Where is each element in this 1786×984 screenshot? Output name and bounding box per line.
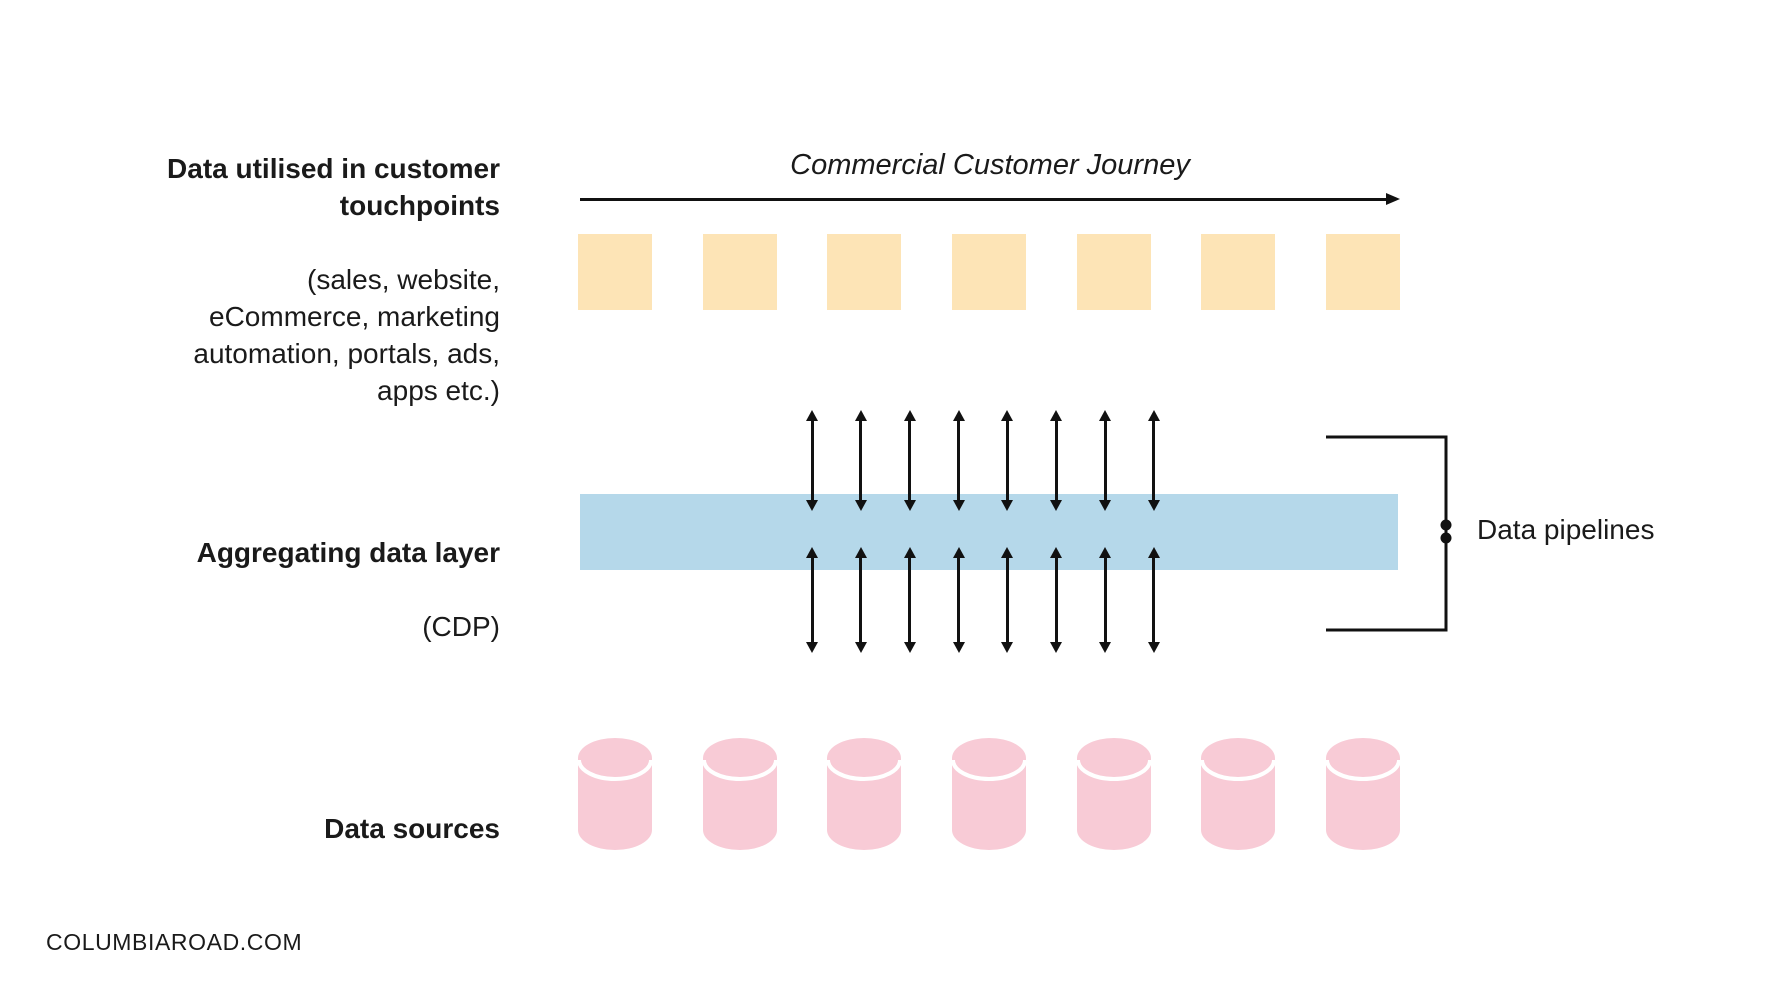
arrowhead-up-icon xyxy=(806,410,818,421)
arrowhead-down-icon xyxy=(1001,500,1014,511)
bidirectional-arrow-icon xyxy=(1147,547,1161,653)
arrowhead-up-icon xyxy=(806,547,818,558)
bidirectional-arrow-icon xyxy=(1049,410,1063,511)
arrow-shaft xyxy=(1054,418,1058,503)
arrowhead-up-icon xyxy=(903,410,916,421)
arrowhead-up-icon xyxy=(1001,410,1014,421)
touchpoint-box xyxy=(1201,234,1276,310)
data-sources-row xyxy=(578,738,1400,850)
bidirectional-arrow-icon xyxy=(805,547,819,653)
arrow-shaft xyxy=(1054,555,1058,645)
arrowhead-down-icon xyxy=(903,642,916,653)
bidirectional-arrow-icon xyxy=(1147,410,1161,511)
journey-arrowhead-right-icon xyxy=(1386,193,1400,205)
arrowhead-down-icon xyxy=(1147,642,1160,653)
arrow-shaft xyxy=(957,555,961,645)
bidirectional-arrow-icon xyxy=(1098,410,1112,511)
arrowhead-down-icon xyxy=(1099,500,1112,511)
touchpoints-label: Data utilised in customer touchpoints (s… xyxy=(167,113,500,446)
bidirectional-arrow-icon xyxy=(1000,410,1014,511)
touchpoints-label-title: Data utilised in customer touchpoints xyxy=(167,153,500,221)
touchpoint-box xyxy=(827,234,902,310)
bidirectional-arrow-icon xyxy=(1049,547,1063,653)
arrowhead-down-icon xyxy=(1050,642,1063,653)
arrowhead-up-icon xyxy=(1099,547,1112,558)
arrow-shaft xyxy=(1005,555,1009,645)
arrowhead-up-icon xyxy=(952,547,965,558)
bidirectional-arrow-icon xyxy=(1000,547,1014,653)
bidirectional-arrow-icon xyxy=(952,547,966,653)
arrowhead-up-icon xyxy=(1001,547,1014,558)
arrow-shaft xyxy=(957,418,961,503)
database-cylinder-icon xyxy=(951,738,1026,850)
arrowhead-down-icon xyxy=(854,642,867,653)
touchpoint-box xyxy=(951,234,1026,310)
arrowhead-down-icon xyxy=(1099,642,1112,653)
arrow-shaft xyxy=(810,555,814,645)
pipeline-arrows-top xyxy=(805,410,1161,511)
aggregating-layer-bar xyxy=(580,494,1398,570)
arrowhead-up-icon xyxy=(1050,547,1063,558)
bidirectional-arrow-icon xyxy=(952,410,966,511)
arrowhead-down-icon xyxy=(806,642,818,653)
aggregating-layer-label-title: Aggregating data layer xyxy=(196,537,500,568)
arrowhead-up-icon xyxy=(1099,410,1112,421)
arrowhead-up-icon xyxy=(1050,410,1063,421)
arrowhead-up-icon xyxy=(854,547,867,558)
touchpoint-box xyxy=(578,234,652,310)
touchpoint-box xyxy=(702,234,777,310)
arrow-shaft xyxy=(1152,555,1156,645)
arrow-shaft xyxy=(810,418,814,503)
database-cylinder-icon xyxy=(1076,738,1151,850)
arrow-shaft xyxy=(908,418,912,503)
touchpoints-label-subtitle: (sales, website, eCommerce, marketing au… xyxy=(193,264,500,406)
touchpoints-row xyxy=(578,234,1400,310)
bidirectional-arrow-icon xyxy=(854,547,868,653)
touchpoint-box xyxy=(1076,234,1151,310)
arrowhead-up-icon xyxy=(903,547,916,558)
touchpoint-box xyxy=(1325,234,1400,310)
arrow-shaft xyxy=(859,418,863,503)
arrow-shaft xyxy=(908,555,912,645)
arrowhead-up-icon xyxy=(1147,410,1160,421)
journey-arrow-icon xyxy=(580,193,1400,205)
arrowhead-down-icon xyxy=(903,500,916,511)
arrowhead-down-icon xyxy=(854,500,867,511)
arrow-shaft xyxy=(1005,418,1009,503)
arrow-shaft xyxy=(1103,418,1107,503)
database-cylinder-icon xyxy=(702,738,777,850)
arrow-shaft xyxy=(1152,418,1156,503)
bidirectional-arrow-icon xyxy=(903,410,917,511)
bidirectional-arrow-icon xyxy=(1098,547,1112,653)
journey-arrow-line xyxy=(580,198,1391,201)
arrowhead-down-icon xyxy=(952,642,965,653)
bidirectional-arrow-icon xyxy=(903,547,917,653)
arrowhead-up-icon xyxy=(854,410,867,421)
arrow-shaft xyxy=(859,555,863,645)
aggregating-layer-label-subtitle: (CDP) xyxy=(422,611,500,642)
pipeline-arrows-bottom xyxy=(805,547,1161,653)
data-sources-label: Data sources xyxy=(324,773,500,884)
data-sources-label-title: Data sources xyxy=(324,813,500,844)
bidirectional-arrow-icon xyxy=(854,410,868,511)
arrow-shaft xyxy=(1103,555,1107,645)
database-cylinder-icon xyxy=(1325,738,1400,850)
bidirectional-arrow-icon xyxy=(805,410,819,511)
arrowhead-up-icon xyxy=(1147,547,1160,558)
pipelines-label: Data pipelines xyxy=(1477,514,1655,545)
aggregating-layer-label: Aggregating data layer (CDP) xyxy=(197,497,500,682)
arrowhead-down-icon xyxy=(806,500,818,511)
arrowhead-up-icon xyxy=(952,410,965,421)
arrowhead-down-icon xyxy=(1001,642,1014,653)
database-cylinder-icon xyxy=(578,738,652,850)
arrowhead-down-icon xyxy=(1050,500,1063,511)
database-cylinder-icon xyxy=(827,738,902,850)
arrowhead-down-icon xyxy=(952,500,965,511)
journey-title: Commercial Customer Journey xyxy=(790,149,1190,181)
database-cylinder-icon xyxy=(1201,738,1276,850)
site-footer: COLUMBIAROAD.COM xyxy=(46,929,303,955)
arrowhead-down-icon xyxy=(1147,500,1160,511)
pipelines-bracket-icon xyxy=(1326,435,1452,632)
